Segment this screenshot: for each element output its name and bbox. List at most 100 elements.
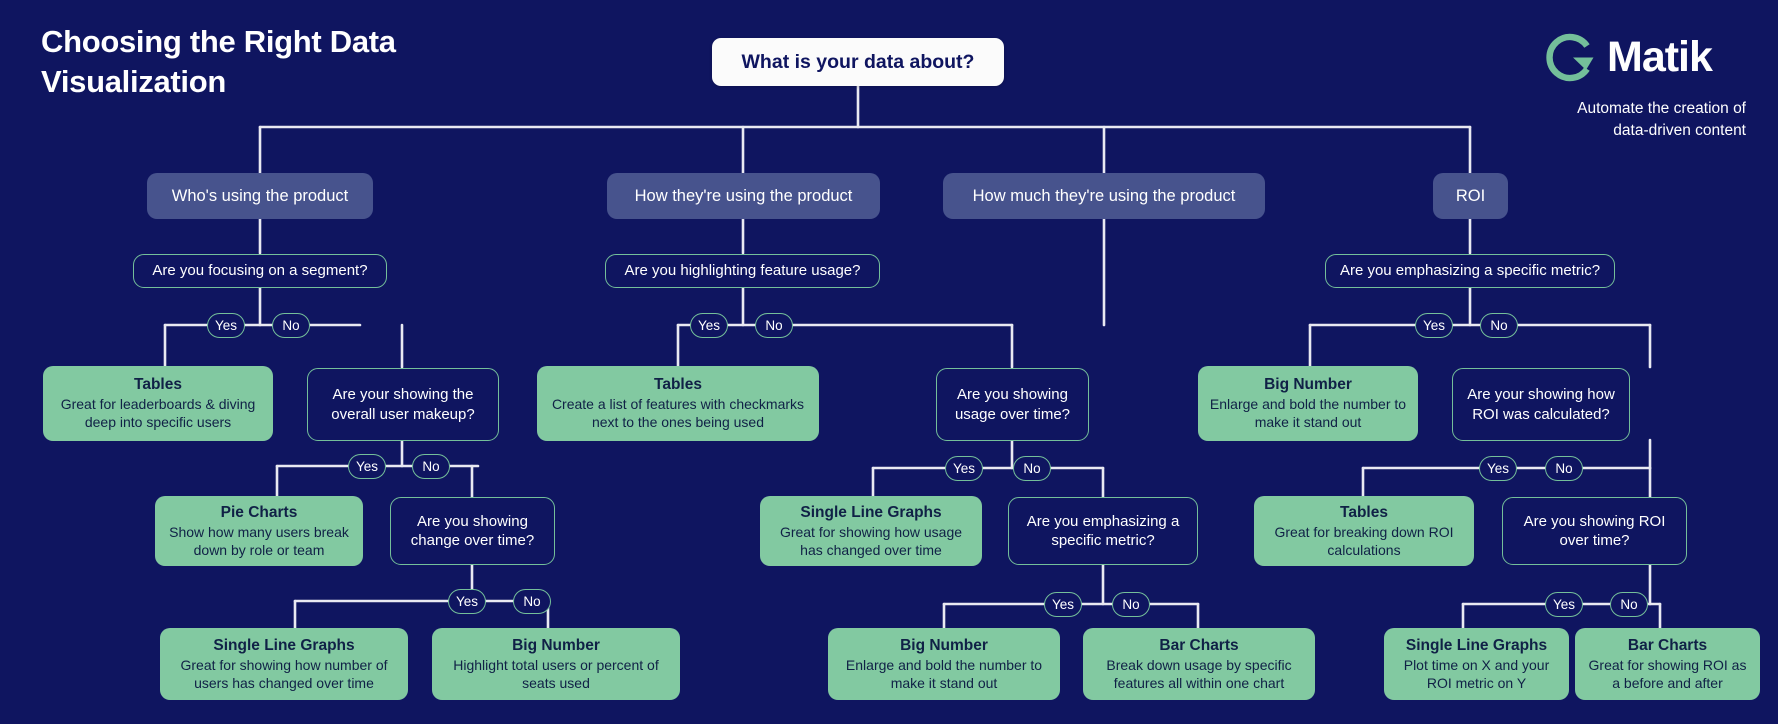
question-label-q6: Are you emphasizing a specific metric? <box>1026 512 1180 549</box>
result-desc-r6: Great for showing how usage has changed … <box>779 523 963 558</box>
question-label-q2: Are your showing the overall user makeup… <box>331 386 475 423</box>
decision-pill-no-q9[interactable]: No <box>1610 592 1648 617</box>
category-label-who: Who's using the product <box>171 186 349 205</box>
category-box-how-much[interactable]: How much they're using the product <box>943 173 1265 219</box>
decision-pill-yes-q3[interactable]: Yes <box>448 589 486 614</box>
decision-pill-yes-q9[interactable]: Yes <box>1545 592 1583 617</box>
page-title-line-1: Choosing the Right Data <box>41 24 396 59</box>
decision-pill-yes-q1[interactable]: Yes <box>207 313 245 338</box>
decision-pill-no-q1[interactable]: No <box>272 313 310 338</box>
pill-label: Yes <box>355 459 379 474</box>
decision-pill-yes-q6[interactable]: Yes <box>1044 592 1082 617</box>
pill-label: No <box>765 318 783 333</box>
result-desc-r8: Break down usage by specific features al… <box>1106 656 1292 691</box>
result-title-r5: Tables <box>654 376 702 394</box>
result-desc-r5: Create a list of features with checkmark… <box>551 396 805 431</box>
question-box-q4[interactable]: Are you highlighting feature usage? <box>605 254 880 288</box>
result-box-r3[interactable]: Single Line Graphs Great for showing how… <box>160 628 408 700</box>
root-question-label: What is your data about? <box>741 50 975 73</box>
decision-pill-yes-q8-metric[interactable]: Yes <box>1415 313 1453 338</box>
result-desc-r12: Great for showing ROI as a before and af… <box>1588 656 1747 691</box>
category-box-roi[interactable]: ROI <box>1433 173 1508 219</box>
question-box-q8[interactable]: Are your showing how ROI was calculated? <box>1452 368 1630 441</box>
pill-label: No <box>523 594 541 609</box>
result-title-r6: Single Line Graphs <box>800 503 942 521</box>
result-box-r9[interactable]: Big Number Enlarge and bold the number t… <box>1198 366 1418 441</box>
pill-label: Yes <box>1486 461 1510 476</box>
result-box-r1[interactable]: Tables Great for leaderboards & diving d… <box>43 366 273 441</box>
question-label-q8: Are your showing how ROI was calculated? <box>1467 386 1615 423</box>
result-box-r2[interactable]: Pie Charts Show how many users break dow… <box>155 496 363 566</box>
decision-pill-yes-q4[interactable]: Yes <box>690 313 728 338</box>
result-desc-r9: Enlarge and bold the number to make it s… <box>1209 396 1407 431</box>
page-title: Choosing the Right Data Visualization <box>41 22 471 101</box>
result-title-r10: Tables <box>1340 503 1388 521</box>
pill-label: No <box>1555 461 1573 476</box>
decision-pill-no-q3[interactable]: No <box>513 589 551 614</box>
question-box-q6[interactable]: Are you emphasizing a specific metric? <box>1008 497 1198 565</box>
pill-label: Yes <box>1552 597 1576 612</box>
pill-label: Yes <box>697 318 721 333</box>
result-box-r5[interactable]: Tables Create a list of features with ch… <box>537 366 819 441</box>
question-label-q9: Are you showing ROI over time? <box>1523 512 1666 549</box>
pill-label: No <box>422 459 440 474</box>
decision-pill-no-q6[interactable]: No <box>1112 592 1150 617</box>
pill-label: No <box>1490 318 1508 333</box>
result-desc-r1: Great for leaderboards & diving deep int… <box>60 396 256 431</box>
question-label-q4: Are you highlighting feature usage? <box>624 262 861 280</box>
question-label-q8-metric: Are you emphasizing a specific metric? <box>1339 262 1601 280</box>
category-box-how[interactable]: How they're using the product <box>607 173 880 219</box>
decision-pill-no-q5[interactable]: No <box>1013 456 1051 481</box>
result-box-r10[interactable]: Tables Great for breaking down ROI calcu… <box>1254 496 1474 566</box>
question-label-q5: Are you showing usage over time? <box>954 386 1071 423</box>
tagline-line-2: data-driven content <box>1613 122 1746 139</box>
result-title-r11: Single Line Graphs <box>1405 636 1548 654</box>
category-label-how-much: How much they're using the product <box>972 186 1236 205</box>
tagline-line-1: Automate the creation of <box>1577 100 1746 117</box>
result-box-r6[interactable]: Single Line Graphs Great for showing how… <box>760 496 982 566</box>
question-box-q9[interactable]: Are you showing ROI over time? <box>1502 497 1687 565</box>
question-label-q1: Are you focusing on a segment? <box>152 262 368 280</box>
decision-pill-yes-q5[interactable]: Yes <box>945 456 983 481</box>
category-label-how: How they're using the product <box>634 186 853 205</box>
result-desc-r2: Show how many users break down by role o… <box>169 523 349 558</box>
brand-name: Matik <box>1607 33 1713 81</box>
pill-label: Yes <box>455 594 479 609</box>
question-box-q2[interactable]: Are your showing the overall user makeup… <box>307 368 499 441</box>
question-label-q3: Are you showing change over time? <box>410 512 535 549</box>
result-box-r4[interactable]: Big Number Highlight total users or perc… <box>432 628 680 700</box>
result-desc-r10: Great for breaking down ROI calculations <box>1274 523 1454 558</box>
result-box-r11[interactable]: Single Line Graphs Plot time on X and yo… <box>1384 628 1569 700</box>
decision-pill-no-q8[interactable]: No <box>1545 456 1583 481</box>
result-desc-r4: Highlight total users or percent of seat… <box>453 656 659 691</box>
root-question-box[interactable]: What is your data about? <box>712 38 1004 86</box>
question-box-q1[interactable]: Are you focusing on a segment? <box>133 254 387 288</box>
decision-pill-yes-q2[interactable]: Yes <box>348 454 386 479</box>
brand-logo: Matik <box>1543 30 1713 85</box>
pill-label: Yes <box>1051 597 1075 612</box>
pill-label: Yes <box>952 461 976 476</box>
pill-label: Yes <box>214 318 238 333</box>
pill-label: No <box>1023 461 1041 476</box>
result-box-r12[interactable]: Bar Charts Great for showing ROI as a be… <box>1575 628 1760 700</box>
question-box-q5[interactable]: Are you showing usage over time? <box>936 368 1089 441</box>
result-box-r7[interactable]: Big Number Enlarge and bold the number t… <box>828 628 1060 700</box>
decision-pill-no-q8-metric[interactable]: No <box>1480 313 1518 338</box>
result-title-r4: Big Number <box>512 636 600 654</box>
result-desc-r11: Plot time on X and your ROI metric on Y <box>1403 656 1550 691</box>
result-box-r8[interactable]: Bar Charts Break down usage by specific … <box>1083 628 1315 700</box>
pill-label: No <box>1122 597 1140 612</box>
decision-pill-no-q4[interactable]: No <box>755 313 793 338</box>
result-title-r8: Bar Charts <box>1159 636 1239 654</box>
decision-pill-yes-q8[interactable]: Yes <box>1479 456 1517 481</box>
pill-label: Yes <box>1422 318 1446 333</box>
question-box-q8-metric[interactable]: Are you emphasizing a specific metric? <box>1325 254 1615 288</box>
category-box-who[interactable]: Who's using the product <box>147 173 373 219</box>
decision-pill-no-q2[interactable]: No <box>412 454 450 479</box>
pill-label: No <box>282 318 300 333</box>
category-label-roi: ROI <box>1455 186 1486 205</box>
pill-label: No <box>1620 597 1638 612</box>
result-desc-r3: Great for showing how number of users ha… <box>180 656 388 691</box>
question-box-q3[interactable]: Are you showing change over time? <box>390 497 555 565</box>
